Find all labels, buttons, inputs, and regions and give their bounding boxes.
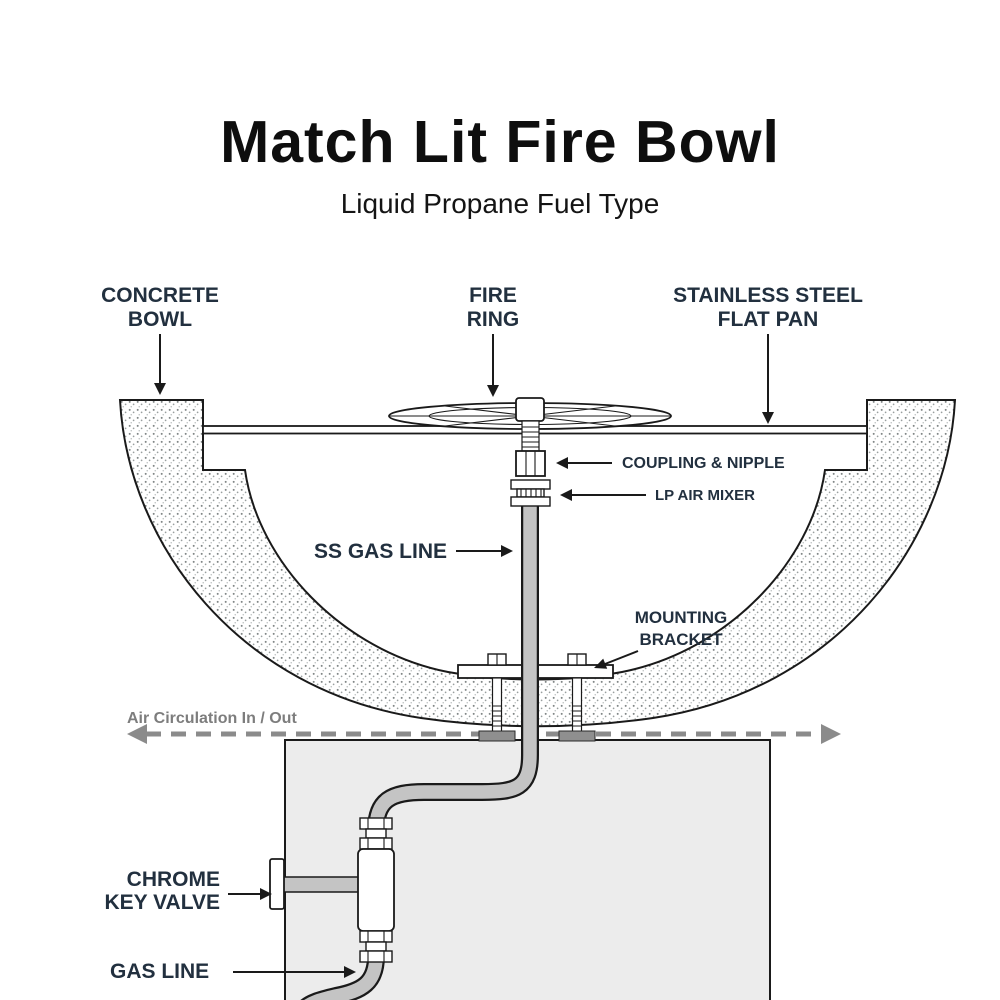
bowl-foot-left <box>478 730 516 742</box>
arrowhead-coupling-nipple <box>556 457 568 469</box>
label-ss-gas-line: SS GAS LINE <box>314 540 447 563</box>
label-chrome-key-valve-line2: KEY VALVE <box>104 891 220 914</box>
page-subtitle: Liquid Propane Fuel Type <box>341 188 660 219</box>
label-concrete-bowl-line1: CONCRETE <box>101 284 219 307</box>
label-chrome-key-valve-line1: CHROME <box>127 868 220 891</box>
page-title: Match Lit Fire Bowl <box>220 109 780 175</box>
bolt-head-facets <box>496 654 578 665</box>
label-lp-air-mixer: LP AIR MIXER <box>655 487 755 504</box>
arrowhead-fire-ring <box>487 385 499 397</box>
valve-upper-union <box>365 828 387 839</box>
label-mounting-bracket-line2: BRACKET <box>639 630 723 649</box>
key-valve-body <box>357 848 395 932</box>
label-mounting-bracket-line1: MOUNTING <box>635 608 728 627</box>
leader-arrows <box>154 334 774 978</box>
valve-lower-facets <box>367 931 385 962</box>
bowl-foot-right <box>558 730 596 742</box>
arrow-mounting-bracket <box>604 650 639 665</box>
arrowhead-flat-pan <box>762 412 774 424</box>
arrowhead-gas-line <box>344 966 356 978</box>
key-valve-flange <box>269 858 285 910</box>
arrowhead-ss-gas-line <box>501 545 513 557</box>
label-fire-ring-line2: RING <box>467 308 520 331</box>
coupling-nipple-fitting <box>515 450 546 477</box>
concrete-bowl-cross-section <box>118 399 957 728</box>
nipple-threads <box>522 426 539 448</box>
lp-air-mixer-threads <box>520 489 542 497</box>
lp-air-mixer-flange-bottom <box>510 496 551 507</box>
label-coupling-nipple: COUPLING & NIPPLE <box>622 455 785 472</box>
valve-lower-union <box>365 941 387 952</box>
lp-air-mixer-flange-top <box>510 479 551 490</box>
fire-ring-hub <box>515 397 545 422</box>
label-fire-ring-line1: FIRE <box>469 284 517 307</box>
arrowhead-concrete-bowl <box>154 383 166 395</box>
label-concrete-bowl-line2: BOWL <box>128 308 192 331</box>
air-arrowhead-right <box>821 724 841 744</box>
arrowhead-chrome-key-valve <box>260 888 272 900</box>
key-valve-stem <box>280 876 362 893</box>
fire-ring-spokes <box>389 405 671 427</box>
valve-lower-nut-1 <box>359 930 393 943</box>
label-flat-pan-line2: FLAT PAN <box>718 308 819 331</box>
label-air-circulation: Air Circulation In / Out <box>127 710 297 727</box>
arrowhead-lp-air-mixer <box>560 489 572 501</box>
valve-upper-nut-1 <box>359 817 393 830</box>
label-flat-pan-line1: STAINLESS STEEL <box>673 284 863 307</box>
label-gas-line: GAS LINE <box>110 960 209 983</box>
arrowhead-mounting-bracket <box>594 658 608 669</box>
coupling-facets <box>525 451 536 476</box>
valve-upper-nut-2 <box>359 837 393 850</box>
valve-upper-facets <box>367 818 385 849</box>
air-arrowhead-left <box>127 724 147 744</box>
valve-lower-nut-2 <box>359 950 393 963</box>
